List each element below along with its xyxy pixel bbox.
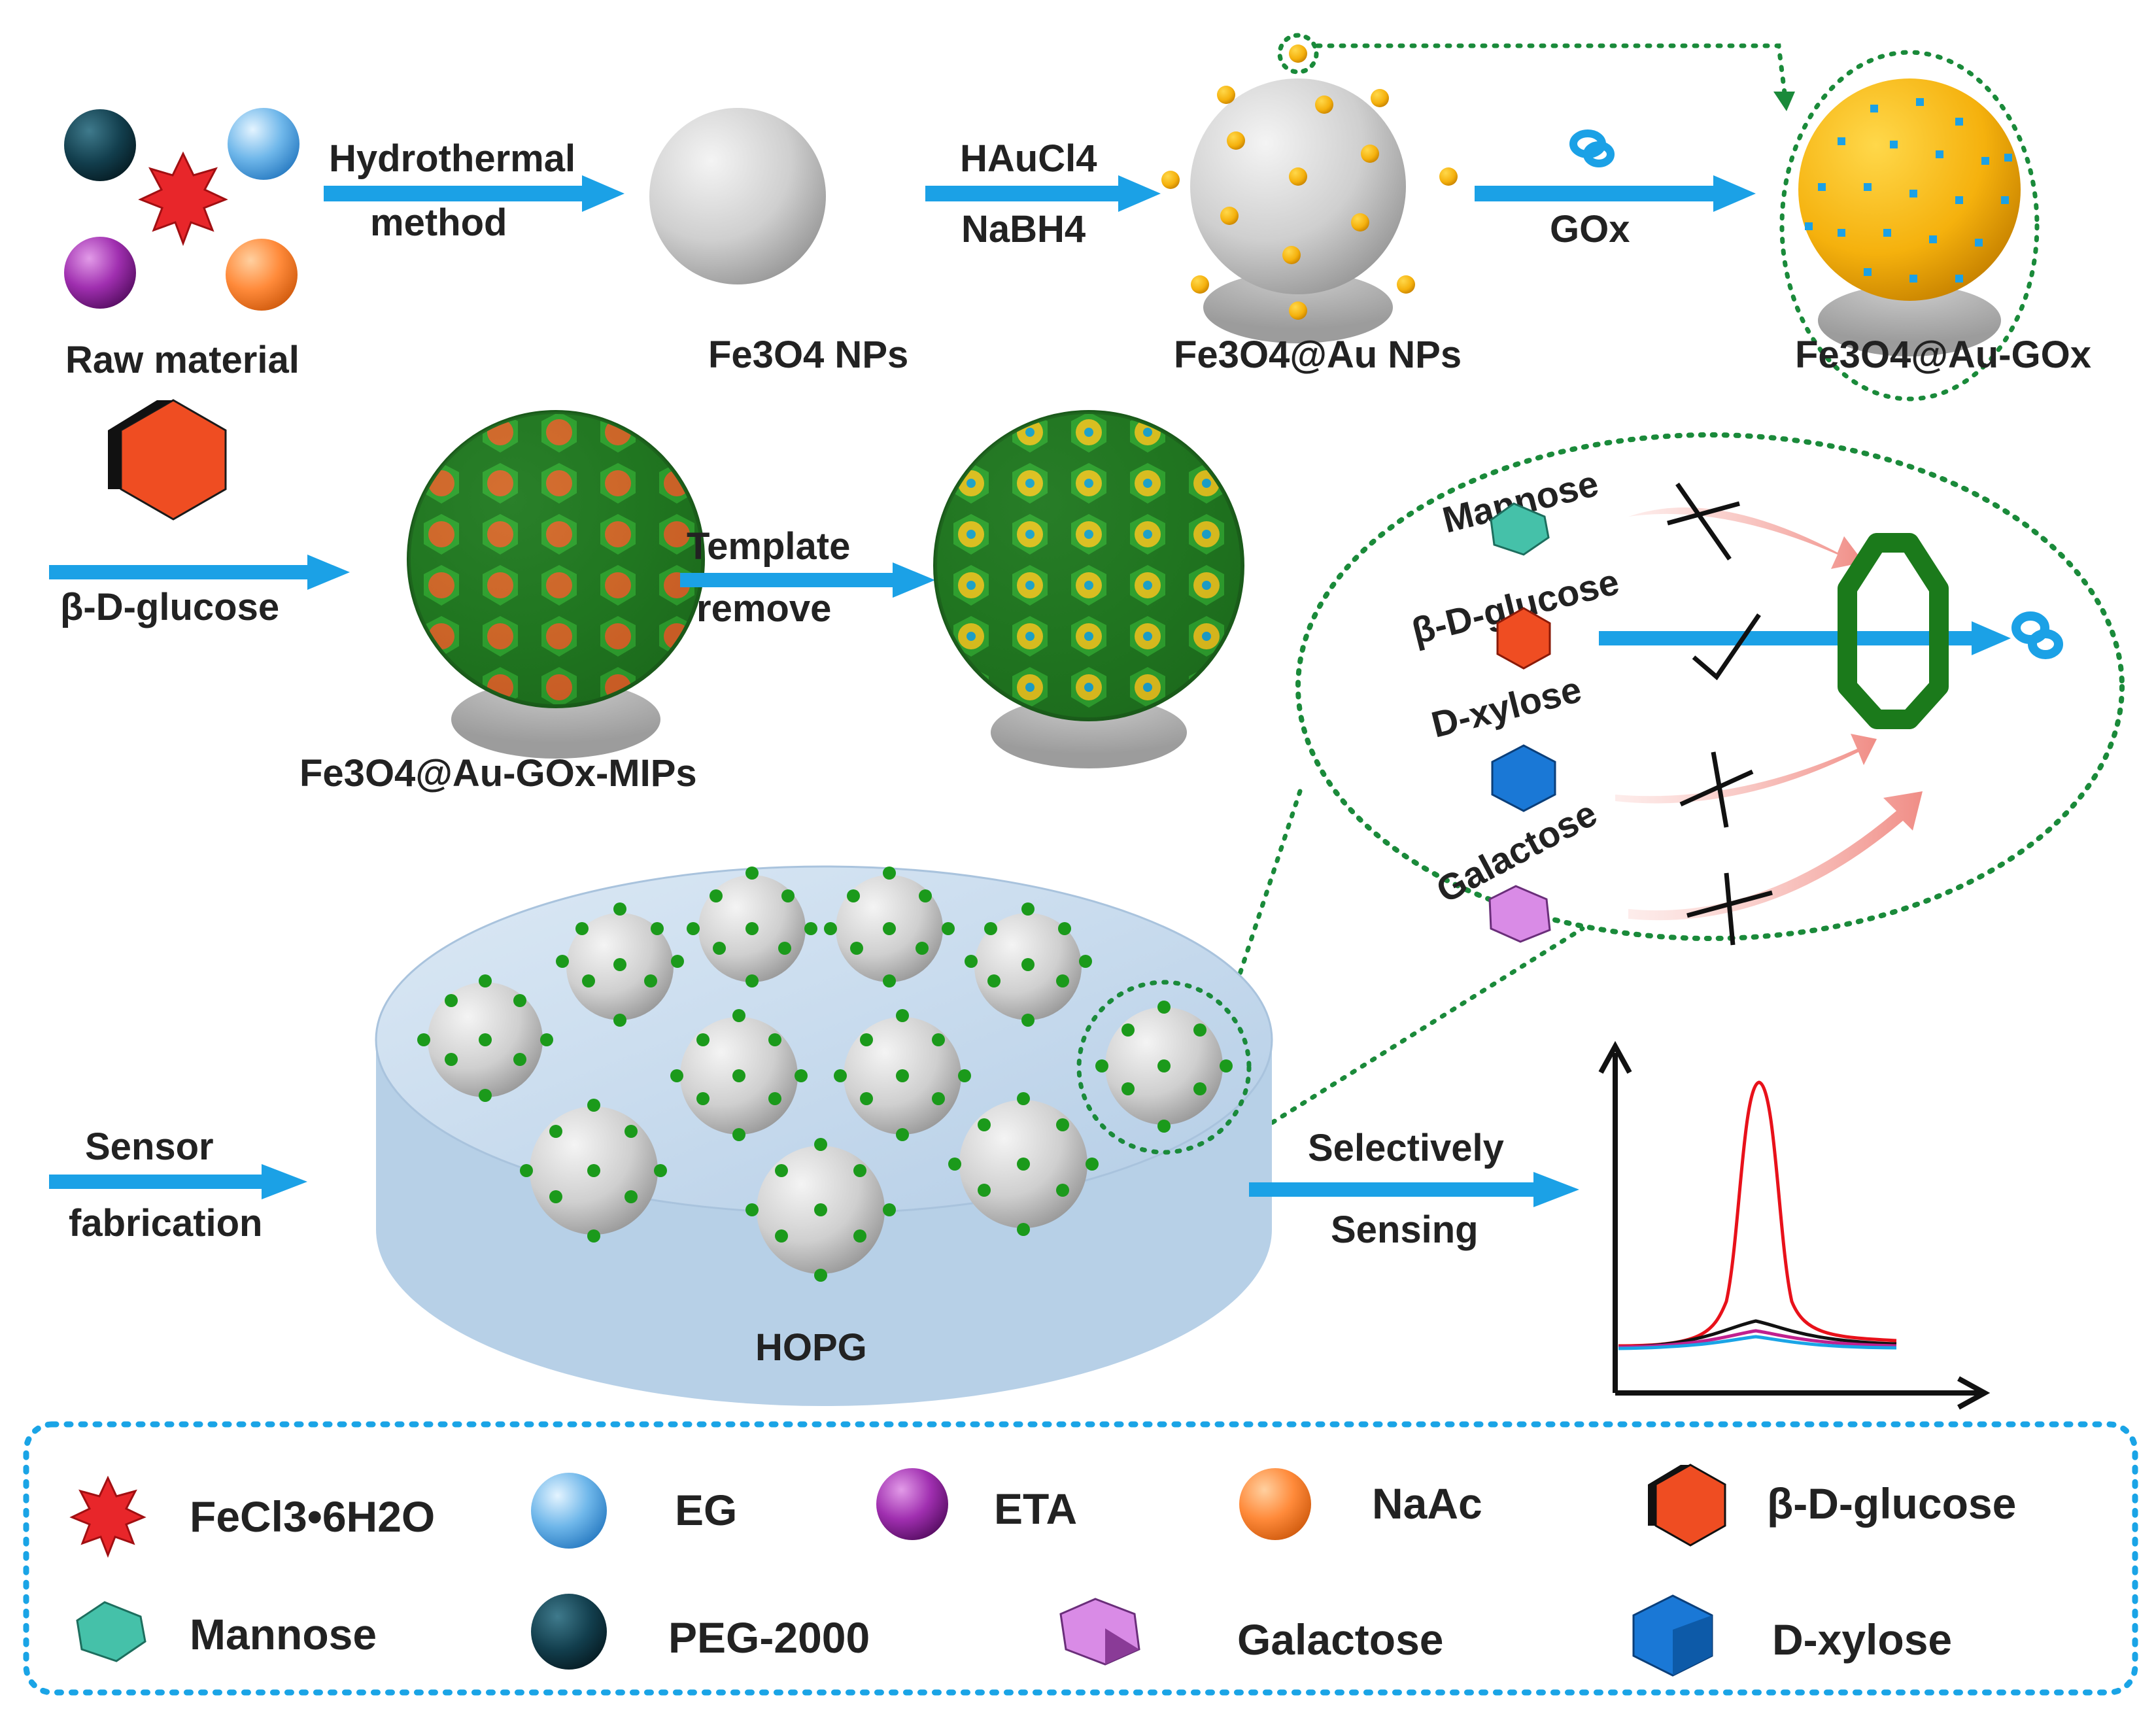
legend-glucose-label: β-D-glucose (1767, 1479, 2016, 1528)
sensor-label: Sensor (85, 1125, 214, 1168)
haucl4-arrow: HAuCl4 NaBH4 (925, 137, 1161, 250)
legend-fecl3-label: FeCl3•6H2O (190, 1492, 435, 1541)
fe3o4-au-gox-particle: Fe3O4@Au-GOx (1779, 50, 2091, 402)
legend-box: FeCl3•6H2O EG ETA NaAc β-D-glucose Manno… (23, 1421, 2138, 1696)
fe3o4-au-particle: Fe3O4@Au NPs (1161, 33, 1462, 376)
legend-galactose-label: Galactose (1237, 1615, 1444, 1664)
hopg-particles (417, 867, 1233, 1282)
signal-plot (1598, 1040, 1991, 1410)
gox-zoom-dashed-ellipse (1779, 50, 2040, 402)
imprinted-cavity-icon (1838, 533, 1949, 729)
zoom-mannose-icon (1490, 502, 1550, 556)
zoom-galactose-icon (1488, 885, 1551, 943)
hopg-zoom-circle (1076, 980, 1252, 1155)
mannose-peak-curve (1618, 1319, 1897, 1349)
legend-eg-label: EG (675, 1486, 737, 1534)
legend-mannose-label: Mannose (190, 1610, 377, 1658)
zoom-dotted-arrow (1315, 43, 1788, 101)
legend-peg-icon (531, 1594, 607, 1670)
legend-fecl3-icon (69, 1475, 146, 1558)
legend-naac-icon (1239, 1468, 1311, 1540)
sensing-label: Sensing (1331, 1209, 1479, 1251)
naac-sphere-icon (226, 239, 298, 311)
imprinted-particle (933, 410, 1244, 768)
fe3o4-label: Fe3O4 NPs (708, 334, 908, 376)
legend-xylose-label: D-xylose (1772, 1615, 1952, 1664)
remove-label: remove (696, 587, 831, 630)
raw-material-group: Raw material (64, 108, 299, 381)
eg-sphere-icon (228, 108, 299, 180)
legend-eta-icon (876, 1468, 948, 1540)
zoom-source-circle (1277, 33, 1319, 75)
fe3o4-au-gox-label: Fe3O4@Au-GOx (1795, 334, 2091, 376)
gox-arrow: GOx (1475, 129, 1756, 250)
xylose-peak-curve (1618, 1335, 1897, 1350)
zoom-gox-icon (2011, 611, 2063, 659)
legend-eta-label: ETA (994, 1484, 1077, 1533)
zoom-glucose-icon (1496, 607, 1551, 670)
hydrothermal-label: Hydrothermal (329, 137, 575, 180)
hydrothermal-arrow: Hydrothermal method (324, 137, 625, 244)
fecl3-star-icon (138, 151, 228, 247)
selectively-label: Selectively (1308, 1127, 1504, 1169)
selective-sensing-arrow: Selectively Sensing (1249, 1127, 1579, 1251)
template-remove-arrow: Template remove (680, 525, 935, 630)
raw-material-label: Raw material (65, 339, 299, 381)
legend-mannose-icon (76, 1601, 146, 1662)
mips-particle: Fe3O4@Au-GOx-MIPs (299, 410, 705, 795)
legend-peg-label: PEG-2000 (668, 1613, 870, 1662)
hopg-electrode: HOPG (375, 865, 1273, 1406)
mips-label: Fe3O4@Au-GOx-MIPs (299, 752, 697, 795)
nabh4-label: NaBH4 (961, 208, 1086, 250)
template-arrow-in: β-D-glucose (49, 399, 350, 628)
method-label: method (370, 201, 507, 244)
zoom-dashed-ellipse (1295, 432, 2125, 941)
template-label: Template (687, 525, 850, 568)
legend-naac-label: NaAc (1372, 1479, 1482, 1528)
sensor-fabrication-arrow: Sensor fabrication (49, 1125, 307, 1244)
peg-sphere-icon (64, 109, 136, 181)
zoom-xylose-icon (1491, 744, 1556, 812)
glucose-peak-curve (1618, 1080, 1897, 1348)
zoom-xylose-label: D-xylose (1428, 668, 1586, 746)
fe3o4-particle: Fe3O4 NPs (649, 108, 908, 376)
gox-enzyme-icon (1569, 129, 1615, 167)
galactose-peak-curve (1618, 1329, 1897, 1349)
glucose-template-label: β-D-glucose (60, 586, 279, 628)
selectivity-zoom: Mannose β-D-glucose D-xylose Galactose (1188, 432, 2125, 1144)
gox-label: GOx (1550, 208, 1630, 250)
legend-eg-icon (531, 1473, 607, 1549)
eta-sphere-icon (64, 237, 136, 309)
haucl4-label: HAuCl4 (960, 137, 1097, 180)
hopg-label: HOPG (755, 1326, 867, 1369)
legend-galactose-icon (1059, 1598, 1140, 1666)
fe3o4-au-label: Fe3O4@Au NPs (1174, 334, 1462, 376)
fabrication-label: fabrication (69, 1202, 263, 1244)
